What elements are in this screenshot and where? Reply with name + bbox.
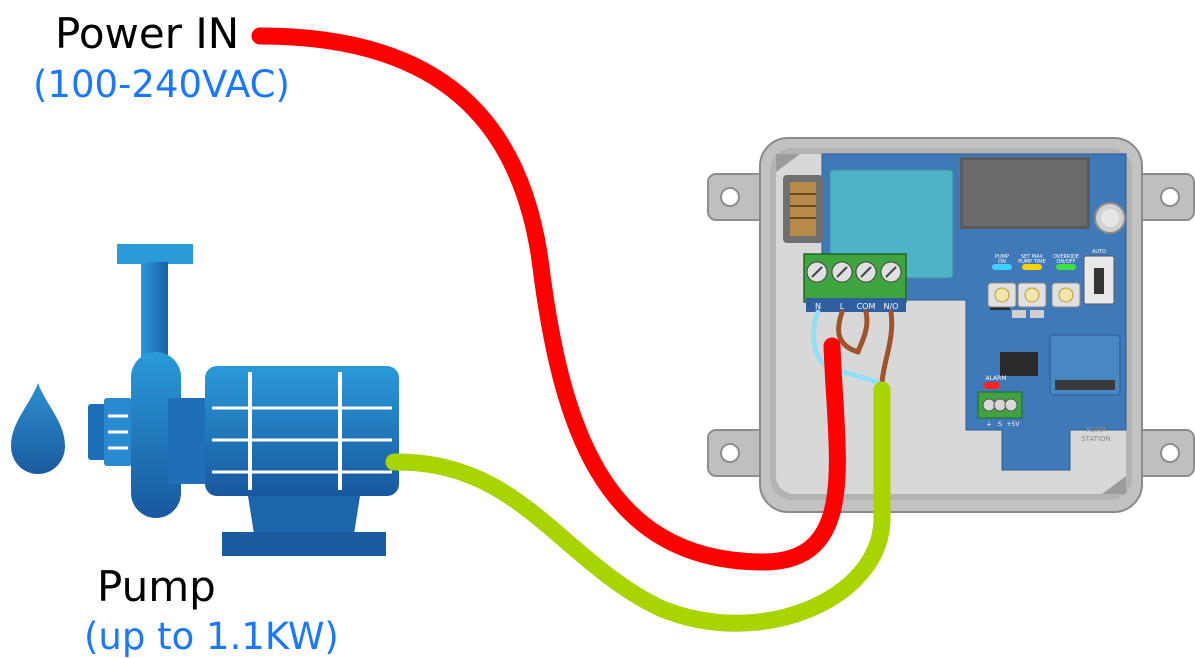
led-label-pump-on-1: PUMP [995,254,1009,260]
alarm-label: ALARM [985,375,1006,382]
power-cable [251,27,846,571]
water-drop-icon [11,383,65,474]
power-in-label: Power IN [55,9,240,58]
led-label-max-time-2: PUMP TIME [1018,259,1046,265]
controller-box: N L COM N/O PUMP ON SET MAX PUMP TIME OV… [707,137,1195,513]
led-label-pump-on-2: ON [998,259,1006,265]
alarm-pin-s: S [998,421,1002,428]
terminal-pin-n: N [815,302,821,311]
pump-label: Pump [97,562,216,611]
led-label-override-1: OVERRIDE [1053,254,1079,260]
led-label-override-2: ON/OFF [1056,259,1075,265]
led-label-max-time-1: SET MAX [1021,254,1044,260]
terminal-pin-l: L [840,302,845,311]
station-label-1: PUMP [1086,426,1106,434]
alarm-pin-gnd: ⏚ [986,421,992,428]
alarm-pin-5v: +5V [1007,421,1021,428]
terminal-pin-com: COM [857,302,876,311]
station-label-2: STATION [1081,435,1111,443]
pump-rating-label: (up to 1.1KW) [84,615,339,658]
pump-cable [385,381,891,632]
switch-label: AUTO [1092,249,1106,255]
pump-icon [88,244,399,556]
terminal-pin-no: N/O [884,302,899,311]
power-voltage-label: (100-240VAC) [33,63,290,106]
